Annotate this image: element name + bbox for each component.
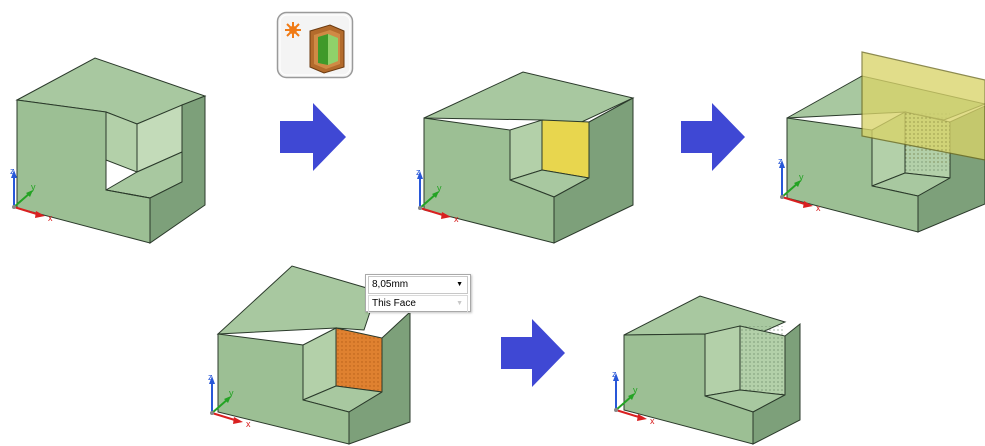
axis-triad-5 [613, 373, 647, 421]
axis-z-label: z [208, 372, 213, 382]
dropdown-arrow-icon[interactable]: ▼ [456, 300, 463, 307]
axis-x-label: x [454, 214, 459, 224]
arrow-right-icon [501, 319, 565, 387]
axis-x-label: x [48, 213, 53, 223]
offset-mode-value: This Face [372, 298, 416, 309]
axis-triad-1 [11, 170, 45, 218]
offset-popup: 8,05mm ▼ This Face ▼ [365, 274, 471, 313]
axis-z-label: z [416, 167, 421, 177]
arrow-right-icon [280, 103, 346, 171]
block-offset-edit [216, 265, 411, 445]
axis-z-label: z [10, 166, 15, 176]
axis-triad-3 [779, 160, 813, 208]
block-face-selected [423, 71, 635, 244]
axis-triad-4 [209, 376, 243, 424]
offset-face-tool-icon[interactable] [276, 11, 354, 79]
offset-distance-value: 8,05mm [372, 279, 409, 290]
axis-triad-2 [417, 171, 451, 219]
axis-y-label: y [799, 172, 804, 182]
axis-x-label: x [650, 416, 655, 426]
axis-z-label: z [778, 156, 783, 166]
block-result [623, 295, 801, 445]
dropdown-arrow-icon[interactable]: ▼ [456, 281, 463, 288]
offset-distance-field[interactable]: 8,05mm ▼ [368, 276, 468, 294]
axis-y-label: y [229, 388, 234, 398]
block-original [15, 57, 207, 244]
axis-z-label: z [612, 369, 617, 379]
axis-y-label: y [31, 182, 36, 192]
arrow-right-icon [681, 103, 745, 171]
axis-y-label: y [633, 385, 638, 395]
axis-x-label: x [816, 203, 821, 213]
axis-x-label: x [246, 419, 251, 429]
axis-y-label: y [437, 183, 442, 193]
offset-mode-select[interactable]: This Face ▼ [368, 295, 468, 313]
block-plane-preview [786, 51, 985, 233]
